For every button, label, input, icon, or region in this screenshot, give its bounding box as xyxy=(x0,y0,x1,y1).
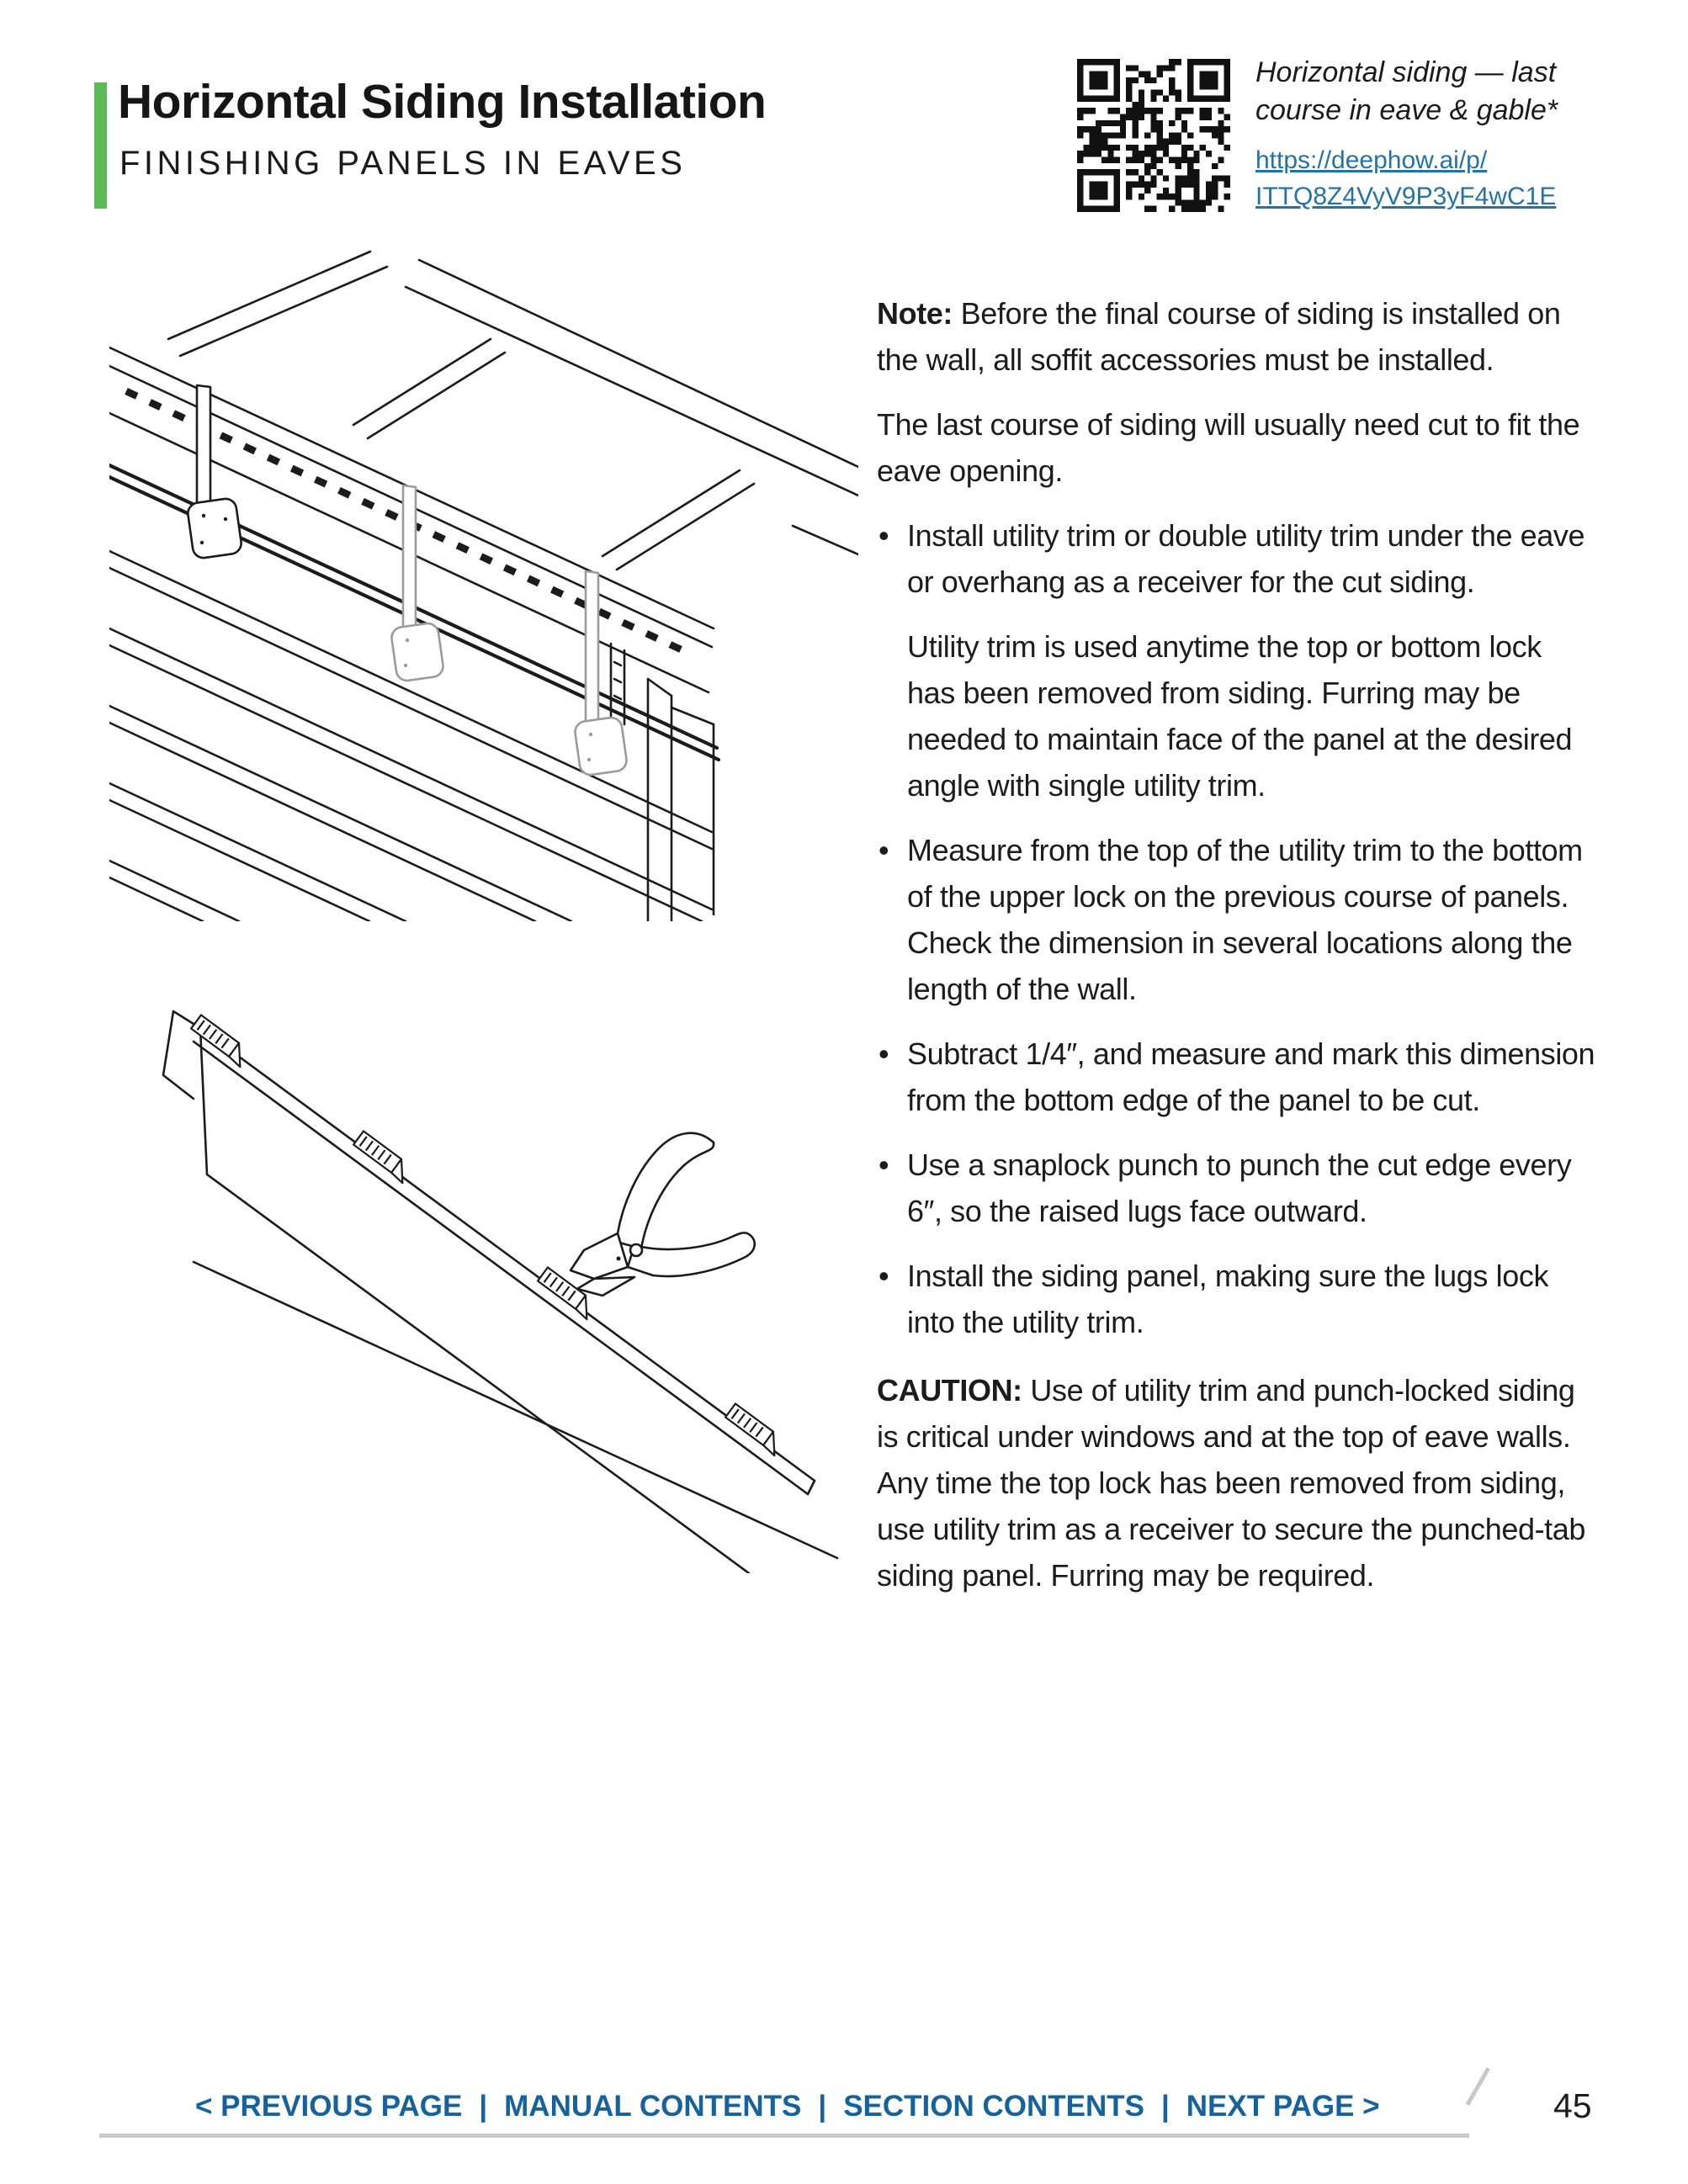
corner-post-lines xyxy=(609,642,715,921)
deephow-link-line2: ITTQ8Z4VyV9P3yF4wC1E xyxy=(1255,183,1557,211)
punched-lugs xyxy=(189,1014,776,1457)
note-paragraph: Note: Before the final course of siding … xyxy=(877,290,1597,383)
bullet-install-panel: Install the siding panel, making sure th… xyxy=(877,1253,1597,1345)
footer-navigation: < PREVIOUS PAGE | MANUAL CONTENTS | SECTION … xyxy=(195,2090,1380,2123)
previous-page-link[interactable]: < PREVIOUS PAGE xyxy=(195,2090,463,2123)
body-text-column: Note: Before the final course of siding … xyxy=(877,290,1597,1617)
qr-code-icon xyxy=(1077,59,1230,212)
bullet-install-trim-sub: Utility trim is used anytime the top or … xyxy=(907,629,1573,803)
footer-separator: | xyxy=(1160,2090,1170,2123)
caution-text: Use of utility trim and punch-locked sid… xyxy=(877,1373,1586,1593)
deephow-link[interactable]: https://deephow.ai/p/ ITTQ8Z4VyV9P3yF4wC… xyxy=(1255,143,1595,215)
bullet-install-trim: Install utility trim or double utility t… xyxy=(877,512,1597,605)
bullet-punch: Use a snaplock punch to punch the cut ed… xyxy=(877,1142,1597,1234)
page-title: Horizontal Siding Installation xyxy=(118,75,767,129)
caution-paragraph: CAUTION: Use of utility trim and punch-l… xyxy=(877,1367,1597,1598)
footer-separator: | xyxy=(818,2090,827,2123)
caution-label: CAUTION: xyxy=(877,1373,1022,1407)
footer-rule-diagonal xyxy=(1465,2067,1490,2106)
note-label: Note: xyxy=(877,296,953,331)
furring-strap-dark xyxy=(187,384,242,559)
eave-illustration xyxy=(109,250,858,921)
bullet-measure: Measure from the top of the utility trim… xyxy=(877,827,1597,1012)
panel-lines xyxy=(162,1010,839,1573)
panel-illustration xyxy=(162,1010,839,1573)
page-header: Horizontal Siding Installation FINISHING… xyxy=(118,74,767,183)
page-subtitle: FINISHING PANELS IN EAVES xyxy=(119,145,687,182)
siding-course-lines xyxy=(109,549,714,921)
section-contents-link[interactable]: SECTION CONTENTS xyxy=(843,2090,1144,2123)
manual-contents-link[interactable]: MANUAL CONTENTS xyxy=(504,2090,802,2123)
qr-caption: Horizontal siding — last course in eave … xyxy=(1255,56,1558,127)
qr-caption-block: Horizontal siding — last course in eave … xyxy=(1255,54,1595,215)
snaplock-punch-tool xyxy=(569,1132,756,1297)
page-number: 45 xyxy=(1553,2086,1592,2125)
footer-separator: | xyxy=(479,2090,488,2123)
deephow-link-line1: https://deephow.ai/p/ xyxy=(1255,146,1488,175)
bullet-subtract: Subtract 1/4″, and measure and mark this… xyxy=(877,1031,1597,1123)
footer-rule xyxy=(99,2134,1469,2138)
accent-bar xyxy=(94,82,107,209)
furring-straps-light xyxy=(390,484,628,777)
next-page-link[interactable]: NEXT PAGE > xyxy=(1186,2090,1380,2123)
intro-paragraph: The last course of siding will usually n… xyxy=(877,407,1580,488)
note-text: Before the final course of siding is ins… xyxy=(877,296,1561,377)
roof-framing-lines xyxy=(167,250,858,571)
